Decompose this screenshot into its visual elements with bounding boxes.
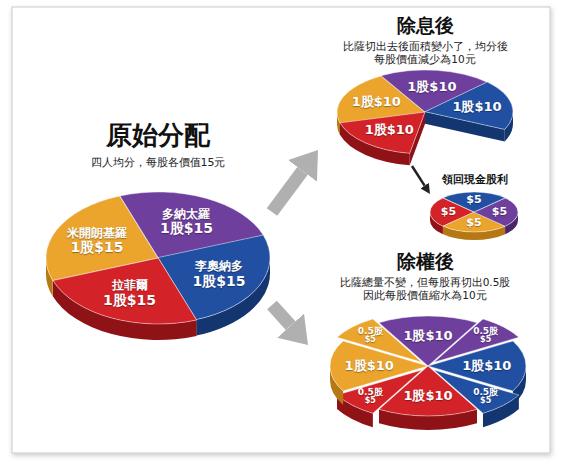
heading-wrap: 除權後: [397, 250, 454, 273]
slice-label: $5: [466, 217, 481, 229]
slice-name: 1股$10: [352, 95, 401, 110]
slice-value: 1股$15: [192, 274, 245, 290]
slice-label: $5: [466, 194, 481, 206]
slice-label: 1股$10: [345, 359, 394, 374]
slice-label: 1股$10: [462, 359, 511, 374]
slice-label: 李奧納多1股$15: [192, 260, 245, 289]
heading-wrap: 領回現金股利: [442, 173, 508, 186]
pie-group: 1股$10 1股$10 1股$10 1股$10 除息後比薩切出去後面積變小了，均分後 每…: [318, 12, 532, 166]
slice-label: 0.5股$5: [473, 387, 498, 406]
slice-name: $5: [492, 206, 507, 218]
slice-label: 1股$10: [365, 123, 414, 138]
slice-top: [337, 319, 422, 362]
slice-name: 拉菲爾: [112, 279, 148, 292]
slice-name: 多納太羅: [162, 208, 210, 221]
pie-slice: 1股$10: [340, 112, 425, 165]
slice-name: $5: [441, 206, 456, 218]
slice-label: 1股$10: [352, 95, 401, 110]
slice-name: 1股$10: [345, 359, 394, 374]
slice-name: 0.5股: [358, 387, 383, 397]
slice-label: 1股$10: [407, 80, 456, 95]
slice-label: $5: [441, 206, 456, 218]
slice-name: 0.5股: [473, 326, 498, 336]
arrow-connector: [272, 305, 291, 326]
slice-label: 0.5股$5: [358, 387, 383, 406]
slice-value: 1股$15: [71, 240, 124, 256]
slice-top: [425, 82, 513, 129]
slice-name: 0.5股: [473, 387, 498, 397]
slice-top: [53, 258, 197, 324]
heading-wrap: 比薩切出去後面積變小了，均分後 每股價值減少為10元: [319, 40, 531, 65]
heading: 原始分配: [106, 120, 210, 151]
slice-name: $5: [466, 194, 481, 206]
slice-name: 1股$10: [403, 329, 452, 344]
slice-label: 1股$10: [403, 329, 452, 344]
slice-label: 0.5股$5: [358, 326, 383, 345]
slice-label: 拉菲爾1股$15: [103, 279, 156, 308]
heading: 除息後: [397, 14, 454, 37]
heading-wrap: 原始分配: [106, 120, 210, 151]
pie-group: 米開朗基羅1股$15多納太羅1股$15李奧納多1股$15拉菲爾1股$15原始分配…: [40, 118, 272, 342]
pie-group: $5 $5 $5 $5 領回現金股利: [430, 172, 522, 240]
slice-top: [340, 112, 425, 153]
slice-name: 0.5股: [358, 326, 383, 336]
slice-label: 0.5股$5: [473, 326, 498, 345]
slice-top: [443, 192, 505, 212]
pie-group: 1股$100.5股$51股$100.5股$51股$100.5股$51股$100.…: [308, 248, 540, 438]
subheading: 四人均分，每股各價值15元: [91, 156, 226, 169]
slice-name: 1股$10: [407, 80, 456, 95]
heading-wrap: 比薩總量不變，但每股再切出0.5股 因此每股價值縮水為10元: [319, 276, 531, 301]
slice-value: $5: [365, 336, 376, 345]
pie-slice-shape: [340, 112, 425, 165]
slice-value: $5: [480, 336, 491, 345]
slice-value: $5: [480, 397, 491, 406]
slice-name: 1股$10: [403, 389, 452, 404]
heading: 除權後: [397, 250, 454, 273]
slice-value: 1股$15: [160, 221, 213, 237]
slice-name: 1股$10: [462, 359, 511, 374]
slice-name: $5: [466, 217, 481, 229]
subheading: 比薩總量不變，但每股再切出0.5股 因此每股價值縮水為10元: [319, 276, 531, 301]
card-panel: [12, 7, 550, 453]
slice-label: $5: [492, 206, 507, 218]
heading-wrap: 除息後: [397, 14, 454, 37]
subheading: 比薩切出去後面積變小了，均分後 每股價值減少為10元: [319, 40, 531, 65]
slice-name: 1股$10: [365, 123, 414, 138]
slice-name: 1股$10: [452, 100, 501, 115]
slice-name: 李奧納多: [195, 260, 243, 273]
slice-name: 米開朗基羅: [67, 227, 127, 240]
pie-slice: 拉菲爾1股$15: [53, 258, 197, 340]
slice-value: 1股$15: [103, 293, 156, 309]
slice-label: 多納太羅1股$15: [160, 208, 213, 237]
slice-label: 1股$10: [452, 100, 501, 115]
heading: 領回現金股利: [442, 173, 508, 186]
slice-label: 米開朗基羅1股$15: [67, 227, 127, 256]
arrow-connector: [272, 171, 303, 212]
slice-label: 1股$10: [403, 389, 452, 404]
heading-wrap: 四人均分，每股各價值15元: [91, 156, 226, 169]
arrow-connector: [412, 166, 425, 186]
slice-value: $5: [365, 397, 376, 406]
